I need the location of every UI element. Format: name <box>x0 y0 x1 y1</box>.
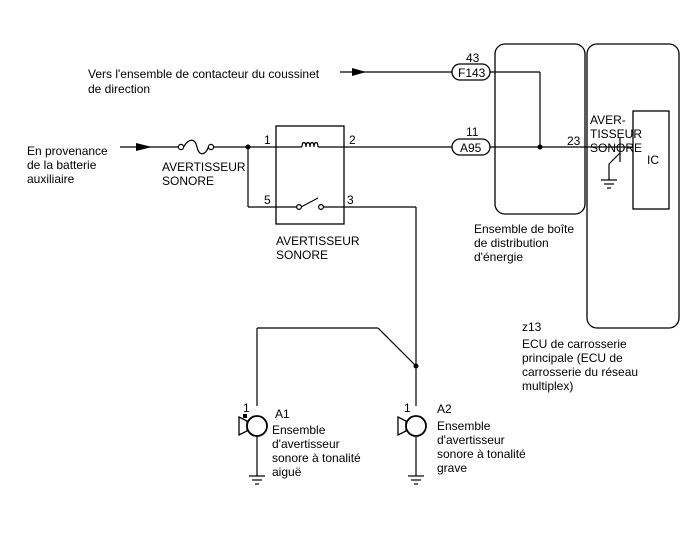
steering-pad-arrow <box>352 68 366 76</box>
horn-a1-pin-mark <box>243 414 247 418</box>
ecu-transistor-emitter <box>608 152 621 165</box>
ecu-label-3: carrosserie du réseau <box>522 365 638 379</box>
ecu-internal-label-1: AVER- <box>590 113 626 127</box>
horn-a1-label-1: Ensemble <box>272 423 326 437</box>
horn-a1-label-4: aiguë <box>272 465 302 479</box>
battery-label-2: de la batterie <box>27 158 97 172</box>
horn-a2-label-1: Ensemble <box>437 419 491 433</box>
ecu-label-4: multiplex) <box>522 379 573 393</box>
horn-a2-label-3: sonore à tonalité <box>437 447 526 461</box>
junction-block-label-3: d'énergie <box>474 250 523 264</box>
battery-label-3: auxiliaire <box>27 172 75 186</box>
fuse-terminal-left <box>177 143 185 151</box>
horn-branch-diagonal <box>377 327 417 367</box>
relay-label-2: SONORE <box>276 248 328 262</box>
ic-label: IC <box>647 153 659 167</box>
horn-a2-icon <box>405 415 427 437</box>
horn-a2-label-4: grave <box>437 461 467 475</box>
ecu-label-2: principale (ECU de <box>522 351 623 365</box>
fuse-label-2: SONORE <box>162 174 214 188</box>
fuse-terminal-right <box>207 143 215 151</box>
relay-switch-blade <box>300 197 319 208</box>
ic-box <box>632 110 670 210</box>
horn-a1-icon <box>246 415 268 437</box>
horn-a2-bell <box>397 415 407 437</box>
ecu-code: z13 <box>522 320 542 334</box>
connector-f143-pin: 43 <box>466 51 480 65</box>
ecu-internal-label-3: SONORE <box>590 141 642 155</box>
junction-block-label-1: Ensemble de boîte <box>474 222 574 236</box>
relay-switch-contact-right <box>318 204 325 211</box>
horn-a2-code: A2 <box>437 402 452 416</box>
relay-pin-5: 5 <box>264 193 271 207</box>
relay-pin-1: 1 <box>264 133 271 147</box>
horn-a1-label-3: sonore à tonalité <box>272 451 361 465</box>
horn-a1-pin: 1 <box>243 401 250 415</box>
connector-f143-name: F143 <box>458 66 486 80</box>
horn-a1-bell <box>238 415 248 437</box>
horn-a2-label-2: d'avertisseur <box>437 433 505 447</box>
relay-box <box>275 125 345 225</box>
battery-label-1: En provenance <box>27 144 108 158</box>
junction-block-label-2: de distribution <box>474 236 549 250</box>
ecu-internal-label-2: TISSEUR <box>590 127 642 141</box>
relay-pin-2: 2 <box>349 133 356 147</box>
connector-a95-pin: 11 <box>466 125 479 139</box>
steering-pad-label-1: Vers l'ensemble de contacteur du coussin… <box>88 67 320 81</box>
horn-a1-code: A1 <box>275 407 290 421</box>
fuse-icon <box>182 139 210 155</box>
horn-a2-pin: 1 <box>404 401 411 415</box>
relay-pin-3: 3 <box>347 193 354 207</box>
steering-pad-label-2: de direction <box>88 82 150 96</box>
ecu-label-1: ECU de carrosserie <box>522 337 627 351</box>
battery-arrow <box>136 143 152 151</box>
horn-a1-label-2: d'avertisseur <box>272 437 340 451</box>
relay-label-1: AVERTISSEUR <box>276 234 360 248</box>
relay-switch-contact-left <box>296 204 303 211</box>
ecu-pin-23: 23 <box>567 134 581 148</box>
junction-dot-ecu-feed <box>537 144 543 150</box>
relay-coil-icon <box>301 141 319 148</box>
connector-a95-name: A95 <box>460 141 482 155</box>
fuse-label-1: AVERTISSEUR <box>162 160 246 174</box>
